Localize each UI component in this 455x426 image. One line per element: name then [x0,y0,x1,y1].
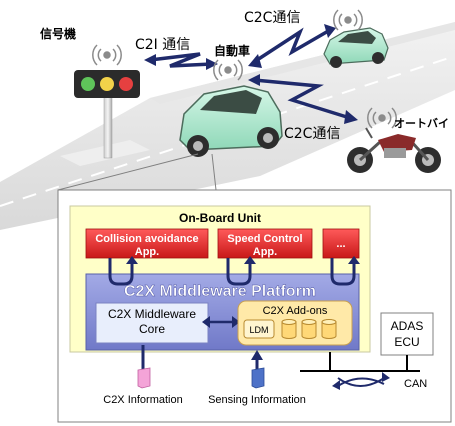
core-addons-link-arrow [202,316,240,328]
core-label-line2: Core [139,322,165,336]
c2i-label: C2I 通信 [135,37,190,53]
can-arrow-head-right [382,372,390,382]
adas-label-line1: ADAS [391,319,424,333]
can-arrow-head-left [332,380,340,390]
car-icon [179,85,283,157]
middleware-title: C2X Middleware Platform [124,283,316,300]
sensing-info-label: Sensing Information [208,394,306,406]
obu-title: On-Board Unit [179,211,261,225]
c2c-top-label: C2C通信 [244,10,300,26]
oncoming-car-icon [323,27,389,68]
app-collision-avoidance [85,228,209,259]
c2i-link-arrow [149,52,213,68]
c2c-top-arrow-head [324,24,336,38]
app-connectors [108,258,356,286]
sensing-info-input-arrow [251,350,265,389]
app-speed-label-line1: Speed Control [227,233,302,245]
adas-ecu [380,312,434,356]
app-speed-label-line2: App. [253,246,277,258]
c2c-bottom-label: C2C通信 [284,126,340,142]
app-speed-control [217,228,313,259]
motorbike-signal-wave-icon [367,107,397,129]
adas-label-line2: ECU [394,335,419,349]
c2c-bottom-arrow-tail [248,74,260,86]
c2x-info-output-arrow [137,345,151,389]
c2c-bottom-arrow-head [344,110,358,124]
motorbike-label: オートバイ [394,117,449,130]
c2c-bottom-link-arrow [253,78,351,120]
car-signal-wave-icon [213,59,243,81]
signal-wave-icon [92,44,122,66]
can-label: CAN [404,378,427,390]
motorbike-icon [347,127,441,173]
c2c-top-link-arrow [253,27,331,64]
app-more [322,228,360,259]
traffic-light-icon [74,70,140,159]
car-label: 自動車 [214,43,250,58]
traffic-light-label: 信号機 [40,26,76,41]
c2x-info-label: C2X Information [103,394,182,406]
app-collision-label-line2: App. [135,246,159,258]
ldm-box [243,319,275,339]
can-bus [300,352,420,372]
app-collision-label-line1: Collision avoidance [95,233,198,245]
addon-storage-icon [281,319,337,339]
ldm-label: LDM [249,325,268,335]
app-more-label: ... [336,238,345,250]
c2c-top-arrow-tail [248,54,262,68]
addons-title: C2X Add-ons [263,305,328,317]
middleware-core [95,302,209,344]
c2i-arrow-head [206,58,218,70]
callout-line-left [57,153,199,191]
oncoming-car-signal-wave-icon [333,9,363,31]
can-bus-exchange-arrow [337,377,385,387]
core-label-line1: C2X Middleware [108,307,196,321]
app-connector-heads [126,256,360,264]
c2i-arrow-tail [144,54,156,66]
callout-line-right [211,153,217,191]
